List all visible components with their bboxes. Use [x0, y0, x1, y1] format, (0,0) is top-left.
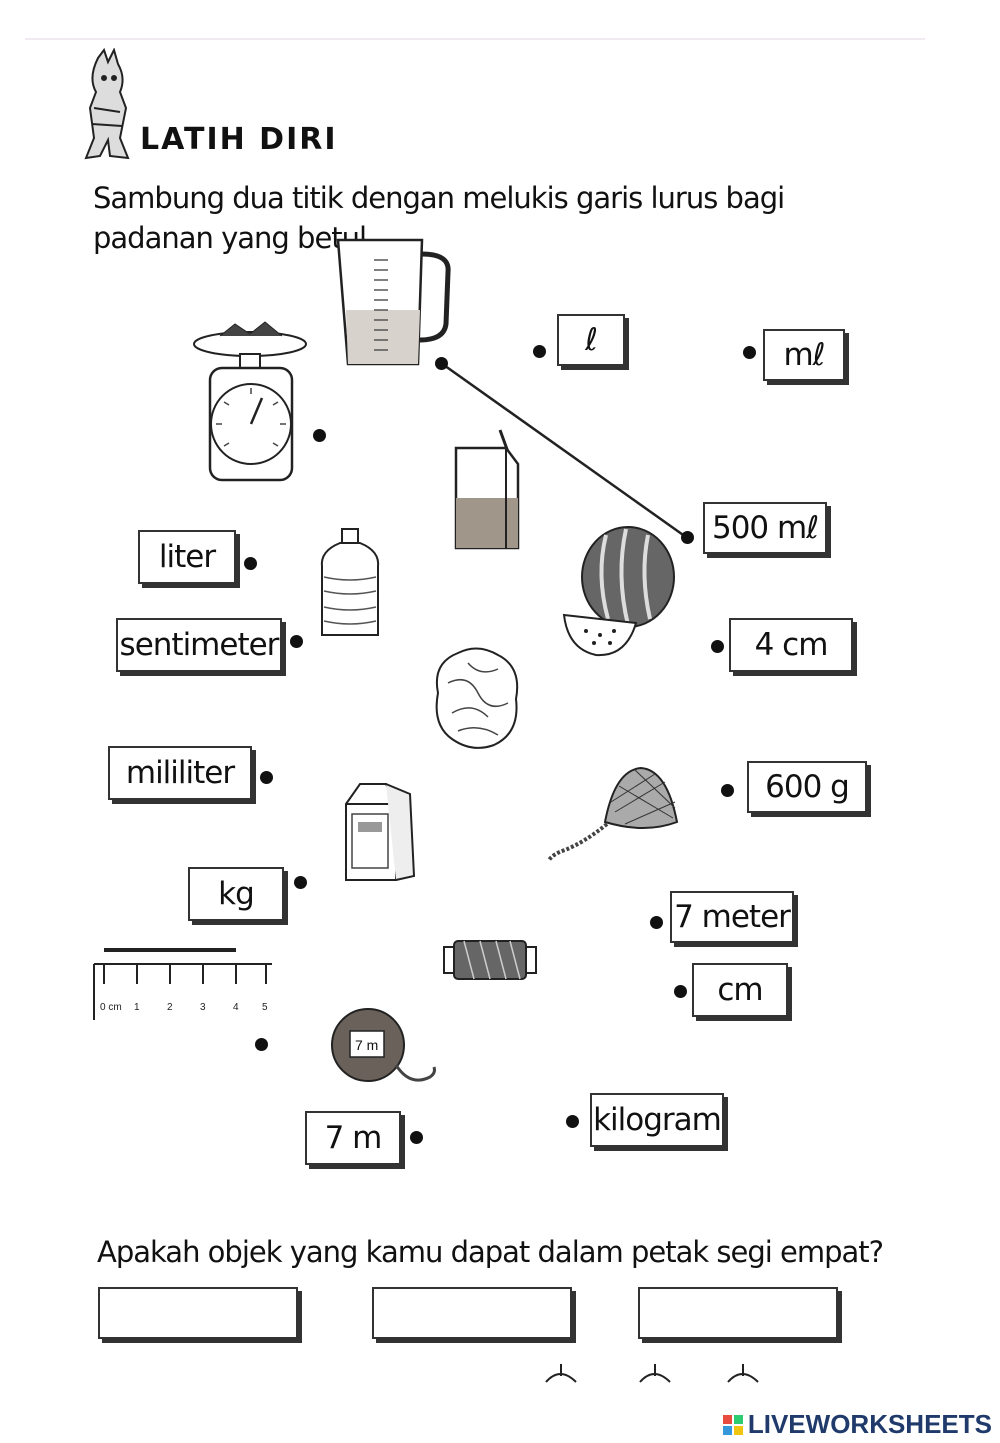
- dot-kg[interactable]: [294, 876, 307, 889]
- answer-box-3[interactable]: [638, 1287, 838, 1339]
- dot-500ml[interactable]: [681, 531, 694, 544]
- answer-box-2[interactable]: [372, 1287, 572, 1339]
- ruler-tick-3: 3: [200, 1002, 206, 1013]
- milk-carton-icon: [345, 783, 416, 881]
- label-box-500ml: 500 mℓ: [703, 502, 827, 554]
- water-bottle-icon: [320, 528, 380, 636]
- ruler-tick-4: 4: [233, 1002, 239, 1013]
- cabbage-icon: [435, 647, 519, 749]
- juice-carton-icon: [454, 429, 520, 550]
- label-box-7meter: 7 meter: [670, 891, 794, 943]
- dot-7meter[interactable]: [650, 916, 663, 929]
- label-box-7m: 7 m: [305, 1111, 401, 1165]
- dot-scale[interactable]: [313, 429, 326, 442]
- label-box-ml: mℓ: [763, 329, 845, 381]
- ruler-tick-5: 5: [262, 1002, 268, 1013]
- label-box-kilogram: kilogram: [590, 1093, 724, 1147]
- label-box-kg: kg: [188, 867, 284, 921]
- ruler-tick-0: 0 cm: [100, 1002, 122, 1013]
- ruler-tick-2: 2: [167, 1002, 173, 1013]
- instruction-text: Sambung dua titik dengan melukis garis l…: [93, 181, 785, 255]
- label-box-sentimeter: sentimeter: [116, 618, 282, 672]
- question-text: Apakah objek yang kamu dapat dalam petak…: [97, 1235, 884, 1269]
- dot-kilogram[interactable]: [566, 1115, 579, 1128]
- ruler-icon: 0 cm 1 2 3 4 5: [93, 948, 272, 1020]
- label-box-4cm: 4 cm: [729, 618, 853, 672]
- top-divider: [25, 38, 925, 40]
- weighing-scale-icon: [193, 321, 307, 482]
- measuring-jug-icon: [336, 238, 451, 366]
- bottom-objects-icon: [545, 1364, 759, 1383]
- dot-ml[interactable]: [743, 346, 756, 359]
- measuring-tape-icon: 7 m: [331, 1008, 436, 1082]
- ruler-tick-1: 1: [134, 1002, 140, 1013]
- liveworksheets-logo-icon: [722, 1414, 743, 1435]
- dot-l[interactable]: [533, 345, 546, 358]
- brand-text: LIVEWORKSHEETS: [747, 1409, 992, 1439]
- tape-label: 7 m: [355, 1037, 378, 1053]
- dot-mililiter[interactable]: [260, 771, 273, 784]
- dot-600g[interactable]: [721, 784, 734, 797]
- dot-ruler[interactable]: [255, 1038, 268, 1051]
- dot-cm[interactable]: [674, 985, 687, 998]
- dot-jug[interactable]: [435, 357, 448, 370]
- label-box-600g: 600 g: [747, 761, 867, 813]
- watermelon-icon: [562, 526, 675, 657]
- dot-liter[interactable]: [244, 557, 257, 570]
- label-box-l: ℓ: [557, 314, 625, 366]
- mascot-icon: [84, 48, 130, 160]
- net-bag-icon: [547, 766, 679, 862]
- answer-box-1[interactable]: [98, 1287, 298, 1339]
- dot-4cm[interactable]: [711, 640, 724, 653]
- label-box-liter: liter: [138, 530, 236, 584]
- label-box-mililiter: mililiter: [108, 746, 252, 800]
- dot-sentimeter[interactable]: [290, 635, 303, 648]
- page-title: LATIH DIRI: [140, 122, 338, 157]
- brand-logo: LIVEWORKSHEETS: [722, 1409, 992, 1440]
- label-box-cm: cm: [692, 963, 788, 1017]
- dot-7m[interactable]: [410, 1131, 423, 1144]
- thread-spool-icon: [443, 940, 537, 980]
